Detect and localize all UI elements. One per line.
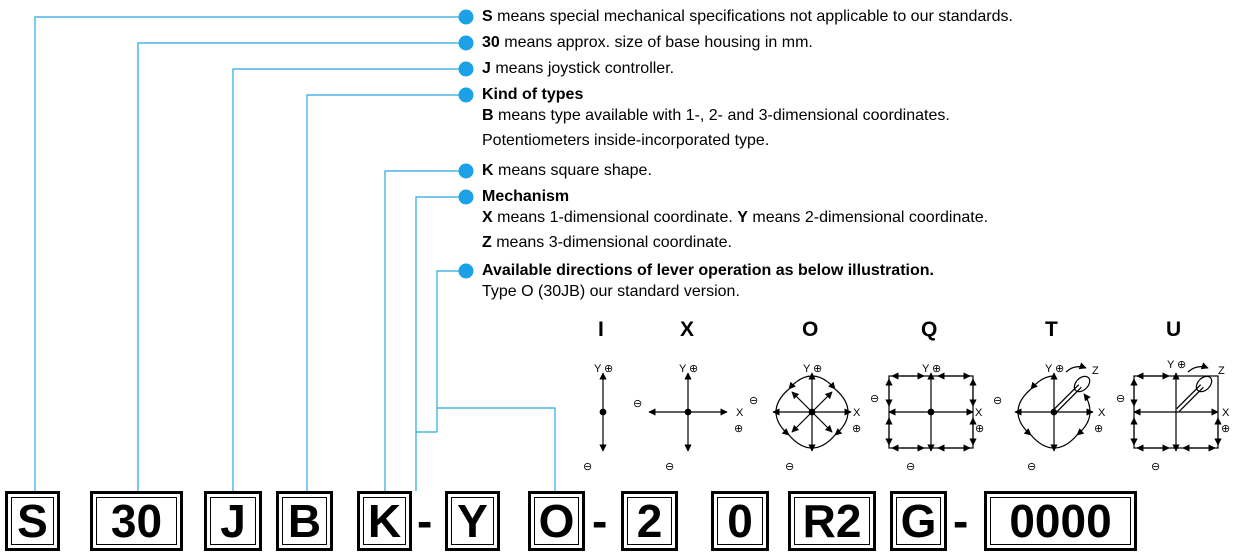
desc-size: 30 means approx. size of base housing in… — [482, 32, 813, 54]
bullet-icon — [458, 87, 474, 103]
desc-mechanism: Mechanism X means 1-dimensional coordina… — [482, 186, 988, 253]
code-box-0000: 0000 — [984, 491, 1137, 551]
y-axis-label: Y — [594, 363, 602, 375]
code-box-s: S — [5, 491, 60, 551]
desc-text: means approx. size of base housing in mm… — [499, 34, 813, 51]
desc-lead: Y — [737, 209, 748, 226]
plus-sign: ⊕ — [1221, 423, 1230, 435]
desc-lead: B — [482, 107, 494, 124]
plus-sign: ⊕ — [932, 363, 941, 375]
y-axis-label: Y — [1045, 363, 1053, 375]
plus-sign: ⊕ — [1177, 359, 1186, 371]
z-axis-label: Z — [1092, 365, 1099, 377]
x-axis-label: X — [736, 407, 744, 419]
direction-q-icon — [885, 372, 977, 452]
code-box-j: J — [204, 491, 262, 551]
code-box-g: G — [890, 491, 947, 551]
minus-sign: ⊖ — [749, 395, 758, 407]
direction-title-t: T — [1045, 318, 1058, 341]
desc-lead: X — [482, 209, 493, 226]
code-box-2: 2 — [621, 491, 678, 551]
direction-x-icon — [648, 372, 728, 452]
desc-lead: S — [482, 8, 493, 25]
desc-square: K means square shape. — [482, 160, 652, 182]
bullet-icon — [458, 263, 474, 279]
y-axis-label: Y — [1167, 359, 1175, 371]
code-box-30: 30 — [90, 491, 183, 551]
code-box-b: B — [276, 491, 333, 551]
direction-title-i: I — [598, 318, 604, 341]
bullet-icon — [458, 61, 474, 77]
plus-sign: ⊕ — [813, 363, 822, 375]
bullet-icon — [458, 163, 474, 179]
bullet-icon — [458, 9, 474, 25]
desc-directions: Available directions of lever operation … — [482, 260, 934, 302]
desc-lead: 30 — [482, 34, 500, 51]
desc-text: means 1-dimensional coordinate. — [492, 209, 738, 226]
direction-title-u: U — [1166, 318, 1182, 341]
plus-sign: ⊕ — [689, 363, 698, 375]
desc-text: Potentiometers inside-incorporated type. — [482, 132, 770, 149]
minus-sign: ⊖ — [1151, 461, 1160, 473]
desc-text: means joystick controller. — [490, 60, 675, 77]
desc-text: means special mechanical specifications … — [492, 8, 1013, 25]
minus-sign: ⊖ — [1116, 393, 1125, 405]
direction-o-icon — [772, 372, 852, 452]
desc-text: means 3-dimensional coordinate. — [491, 234, 732, 251]
desc-joystick: J means joystick controller. — [482, 58, 674, 80]
plus-sign: ⊕ — [975, 423, 984, 435]
direction-i-icon — [599, 372, 607, 452]
y-axis-label: Y — [803, 363, 811, 375]
plus-sign: ⊕ — [734, 423, 743, 435]
minus-sign: ⊖ — [665, 461, 674, 473]
desc-special: S means special mechanical specification… — [482, 6, 1013, 28]
code-dash: - — [592, 495, 608, 547]
desc-heading: Available directions of lever operation … — [482, 262, 934, 279]
y-axis-label: Y — [679, 363, 687, 375]
direction-title-o: O — [802, 318, 819, 341]
minus-sign: ⊖ — [993, 395, 1002, 407]
direction-title-q: Q — [921, 318, 938, 341]
code-box-0: 0 — [711, 491, 769, 551]
desc-heading: Mechanism — [482, 188, 570, 205]
desc-text: means 2-dimensional coordinate. — [747, 209, 989, 226]
minus-sign: ⊖ — [906, 461, 915, 473]
desc-lead: K — [482, 162, 494, 179]
x-axis-label: X — [975, 407, 983, 419]
y-axis-label: Y — [922, 363, 930, 375]
direction-t-icon — [1014, 362, 1094, 452]
minus-sign: ⊖ — [633, 398, 642, 410]
x-axis-label: X — [1098, 407, 1106, 419]
code-box-o: O — [528, 491, 585, 551]
plus-sign: ⊕ — [852, 423, 861, 435]
desc-kind-of-types: Kind of types B means type available wit… — [482, 84, 950, 151]
plus-sign: ⊕ — [604, 363, 613, 375]
desc-text: means square shape. — [493, 162, 652, 179]
code-box-y: Y — [445, 491, 500, 551]
code-dash: - — [417, 495, 433, 547]
desc-lead: J — [482, 60, 491, 77]
plus-sign: ⊕ — [1055, 363, 1064, 375]
bullet-icon — [458, 35, 474, 51]
direction-u-icon — [1130, 362, 1222, 452]
minus-sign: ⊖ — [870, 393, 879, 405]
direction-title-x: X — [680, 318, 695, 341]
desc-text: means type available with 1-, 2- and 3-d… — [493, 107, 950, 124]
code-box-r2: R2 — [788, 491, 876, 551]
desc-heading: Kind of types — [482, 86, 584, 103]
code-box-k: K — [357, 491, 412, 551]
plus-sign: ⊕ — [1094, 423, 1103, 435]
minus-sign: ⊖ — [785, 461, 794, 473]
minus-sign: ⊖ — [1027, 461, 1036, 473]
code-dash: - — [953, 495, 969, 547]
z-axis-label: Z — [1218, 365, 1225, 377]
x-axis-label: X — [1222, 407, 1230, 419]
bullet-icon — [458, 189, 474, 205]
desc-lead: Z — [482, 234, 492, 251]
minus-sign: ⊖ — [583, 461, 592, 473]
desc-text: Type O (30JB) our standard version. — [482, 283, 740, 300]
x-axis-label: X — [853, 407, 861, 419]
